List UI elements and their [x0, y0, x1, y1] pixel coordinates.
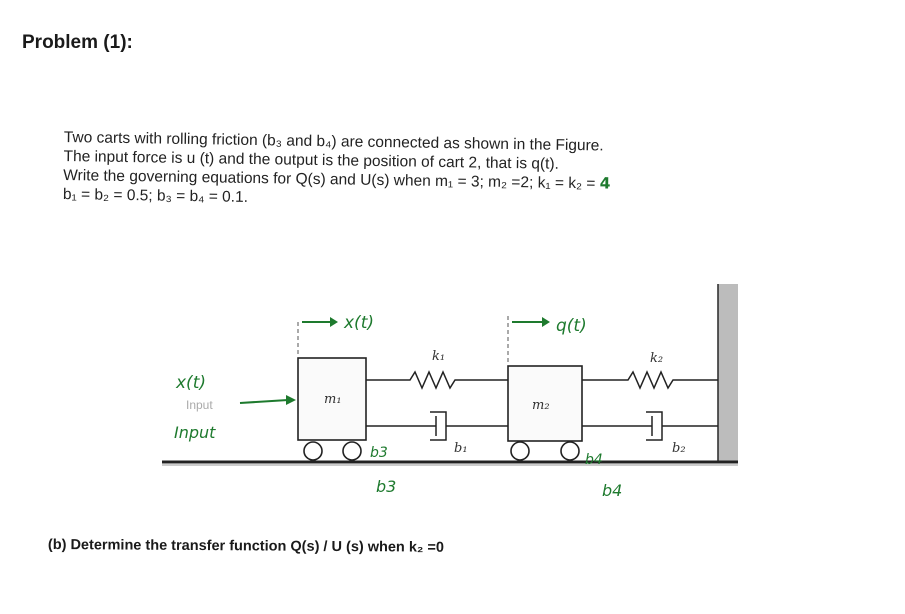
wall [718, 284, 738, 462]
damper-b2-label: b₂ [672, 441, 686, 456]
input-handwritten-xt: x(t) [175, 373, 206, 393]
input-handwritten-word: Input [174, 423, 216, 442]
cart-1-wheel-left [303, 441, 323, 461]
input-force-arrow [239, 399, 289, 404]
cart-2-body [507, 365, 583, 442]
cart-2-wheel-right [560, 441, 580, 461]
q-arrow-head [542, 317, 550, 327]
part-b-question: (b) Determine the transfer function Q(s)… [47, 537, 444, 556]
mass-2-label: m₂ [532, 398, 550, 413]
problem-title: Problem (1): [22, 32, 133, 53]
cart-2-wheel-left [510, 441, 530, 461]
q-arrow-label: q(t) [556, 316, 587, 336]
b4-label-below: b4 [602, 481, 622, 500]
spring-k1-label: k₁ [432, 349, 445, 364]
input-printed-label: Input [186, 398, 213, 412]
cart-1-wheel-right [342, 441, 362, 461]
spring-k2 [582, 370, 718, 390]
x-arrow-label: x(t) [343, 313, 374, 333]
spring-k1 [366, 370, 508, 390]
damper-b1-label: b₁ [454, 441, 468, 456]
b4-label-near: b4 [585, 452, 603, 468]
input-force-arrow-head [286, 395, 296, 405]
b3-label-near: b3 [370, 445, 388, 461]
x-arrow-head [330, 317, 338, 327]
mass-1-label: m₁ [324, 392, 342, 407]
cart-1-body [297, 357, 367, 441]
spring-k2-label: k₂ [650, 351, 663, 366]
b3-label-below: b3 [376, 477, 396, 496]
